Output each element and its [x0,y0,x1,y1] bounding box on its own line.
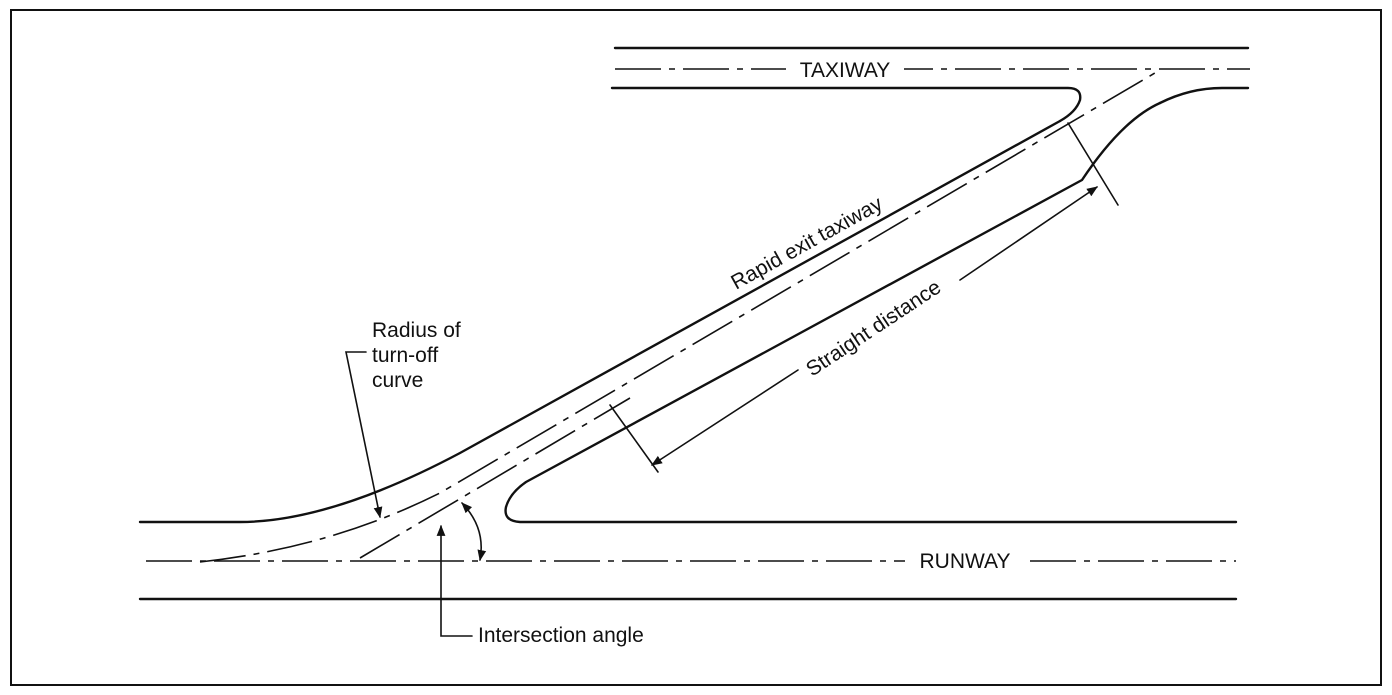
radius-label-line3: curve [372,369,423,392]
straight-distance-arrow-lower [651,369,799,466]
taxiway-label: TAXIWAY [800,59,891,82]
radius-label-line1: Radius of [372,319,461,342]
runway-label: RUNWAY [920,550,1011,573]
runway-label-mask [905,548,1025,574]
intersection-angle-leader [436,524,473,637]
rapid-exit-taxiway-label: Rapid exit taxiway [727,192,887,294]
straight-distance-start-tick [609,404,659,473]
intersection-angle-arc [461,502,487,562]
exit-taxiway-centerline [199,69,1161,563]
taxiway-label-mask [786,56,904,82]
taxiway-bottom-edge-left [610,86,1082,123]
diagram-frame [10,9,1382,686]
intersection-angle-reference-line [359,397,631,559]
exit-taxiway-right-edge [504,101,1238,524]
straight-distance-end-tick [1067,122,1119,206]
straight-distance-label: Straight distance [802,276,945,382]
intersection-angle-label: Intersection angle [478,624,644,647]
straight-distance-arrow-upper [959,186,1098,281]
taxiway-bottom-edge-right [1158,86,1250,105]
radius-leader-arrow [345,351,383,519]
exit-taxiway-left-edge [138,119,1062,524]
radius-label-line2: turn-off [372,344,438,367]
